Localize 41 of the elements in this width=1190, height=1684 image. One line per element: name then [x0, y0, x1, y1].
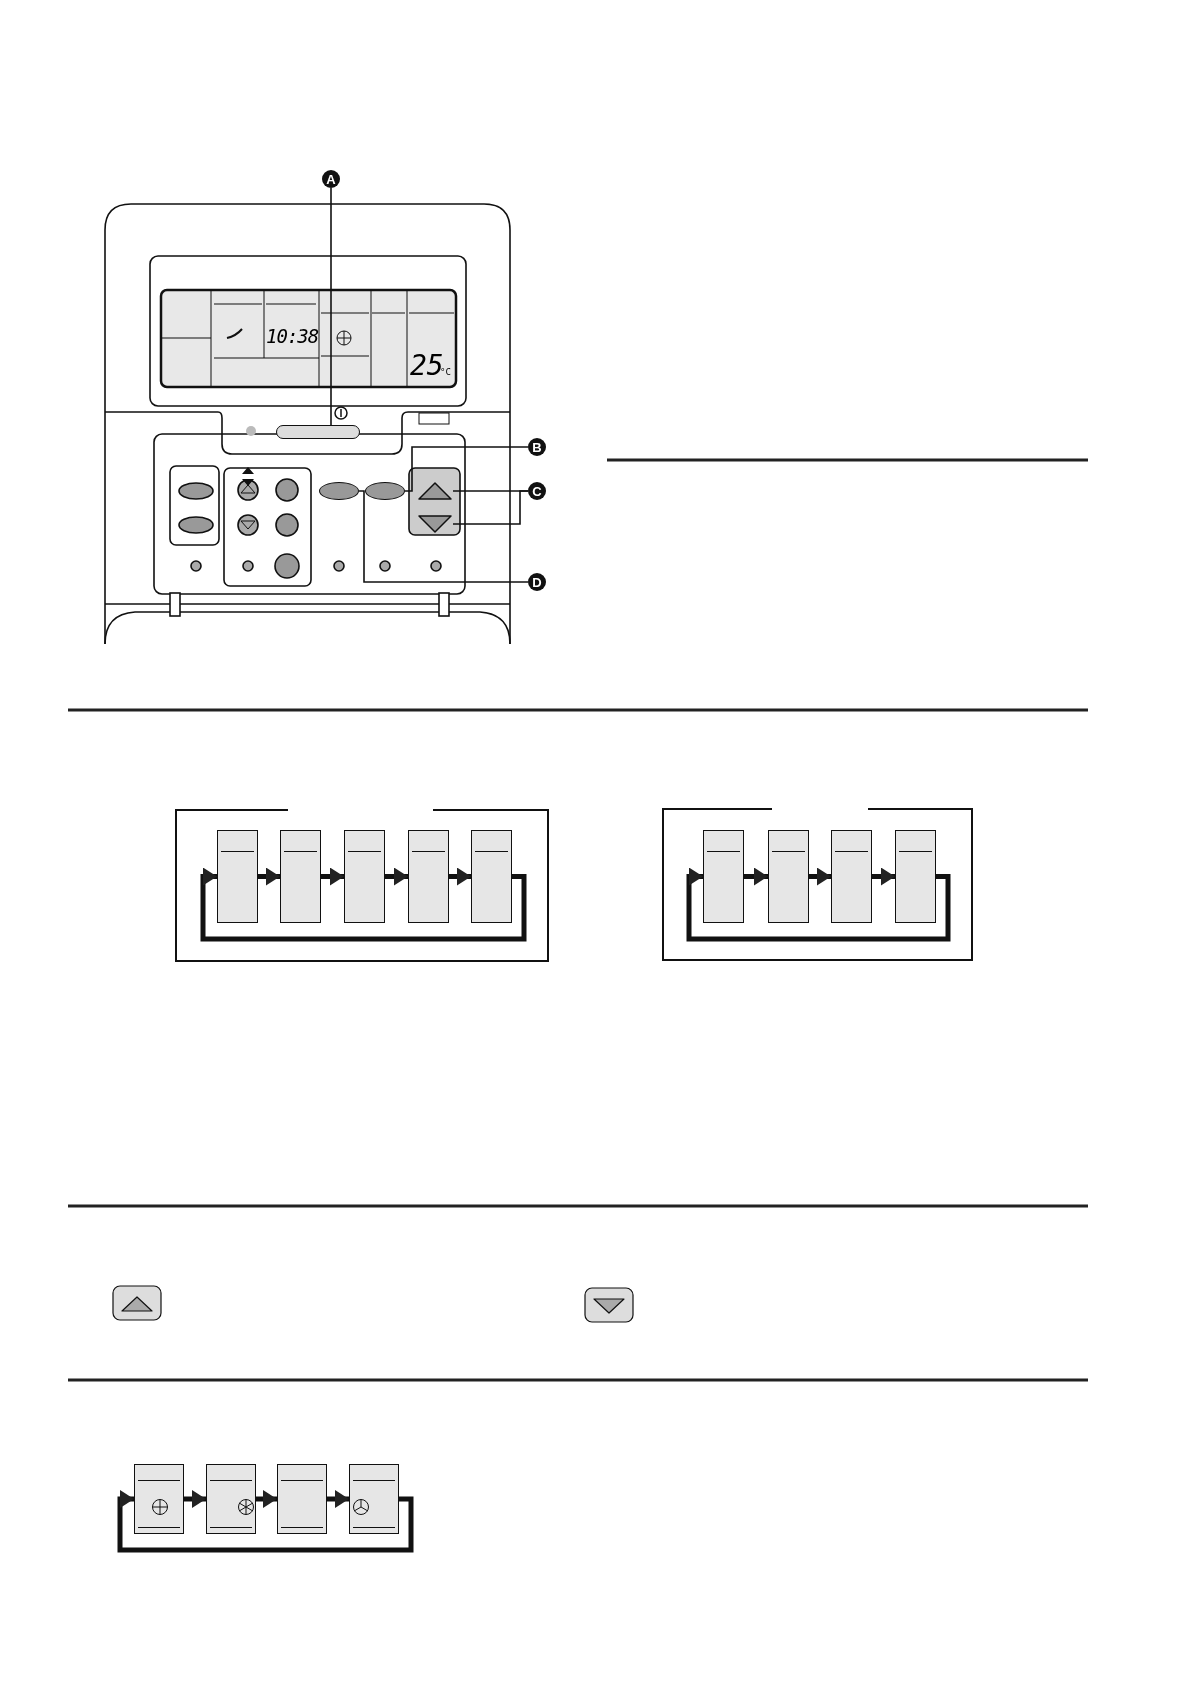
arrow	[809, 867, 831, 886]
display-panel	[349, 1464, 399, 1534]
power-button	[276, 425, 360, 439]
arrow	[686, 867, 951, 942]
arrow	[256, 1490, 277, 1508]
arrow	[327, 1490, 349, 1508]
arrow	[321, 867, 344, 886]
display-panel	[831, 830, 872, 923]
callout-letter: B	[528, 438, 546, 456]
display-panel	[206, 1464, 256, 1534]
display-panel	[895, 830, 936, 923]
display-panel	[703, 830, 744, 923]
display-panel	[768, 830, 809, 923]
arrow	[449, 867, 471, 886]
arrow	[184, 1490, 206, 1508]
display-panel	[471, 830, 512, 923]
display-panel	[408, 830, 449, 923]
display-panel	[134, 1464, 184, 1534]
up-button	[417, 481, 453, 501]
arrow	[872, 867, 895, 886]
temperature-unit: °C	[440, 368, 451, 377]
callout-letter: A	[322, 170, 340, 188]
leader-line	[330, 187, 332, 426]
arrow	[117, 1490, 414, 1553]
display-panel	[280, 830, 321, 923]
frame	[175, 809, 549, 962]
arrow	[200, 867, 527, 942]
lcd-time-readout: 10:38	[266, 327, 319, 346]
leader-line	[404, 446, 529, 492]
callout-letter: C	[528, 482, 546, 500]
arrow	[385, 867, 408, 886]
arrow	[258, 867, 280, 886]
callout-letter: D	[528, 573, 546, 591]
arrow	[744, 867, 768, 886]
leader-line	[358, 490, 529, 583]
display-panel	[344, 830, 385, 923]
display-panel	[217, 830, 258, 923]
display-panel	[277, 1464, 327, 1534]
leader-line	[452, 490, 529, 525]
down-button	[417, 514, 453, 534]
frame	[662, 808, 973, 961]
